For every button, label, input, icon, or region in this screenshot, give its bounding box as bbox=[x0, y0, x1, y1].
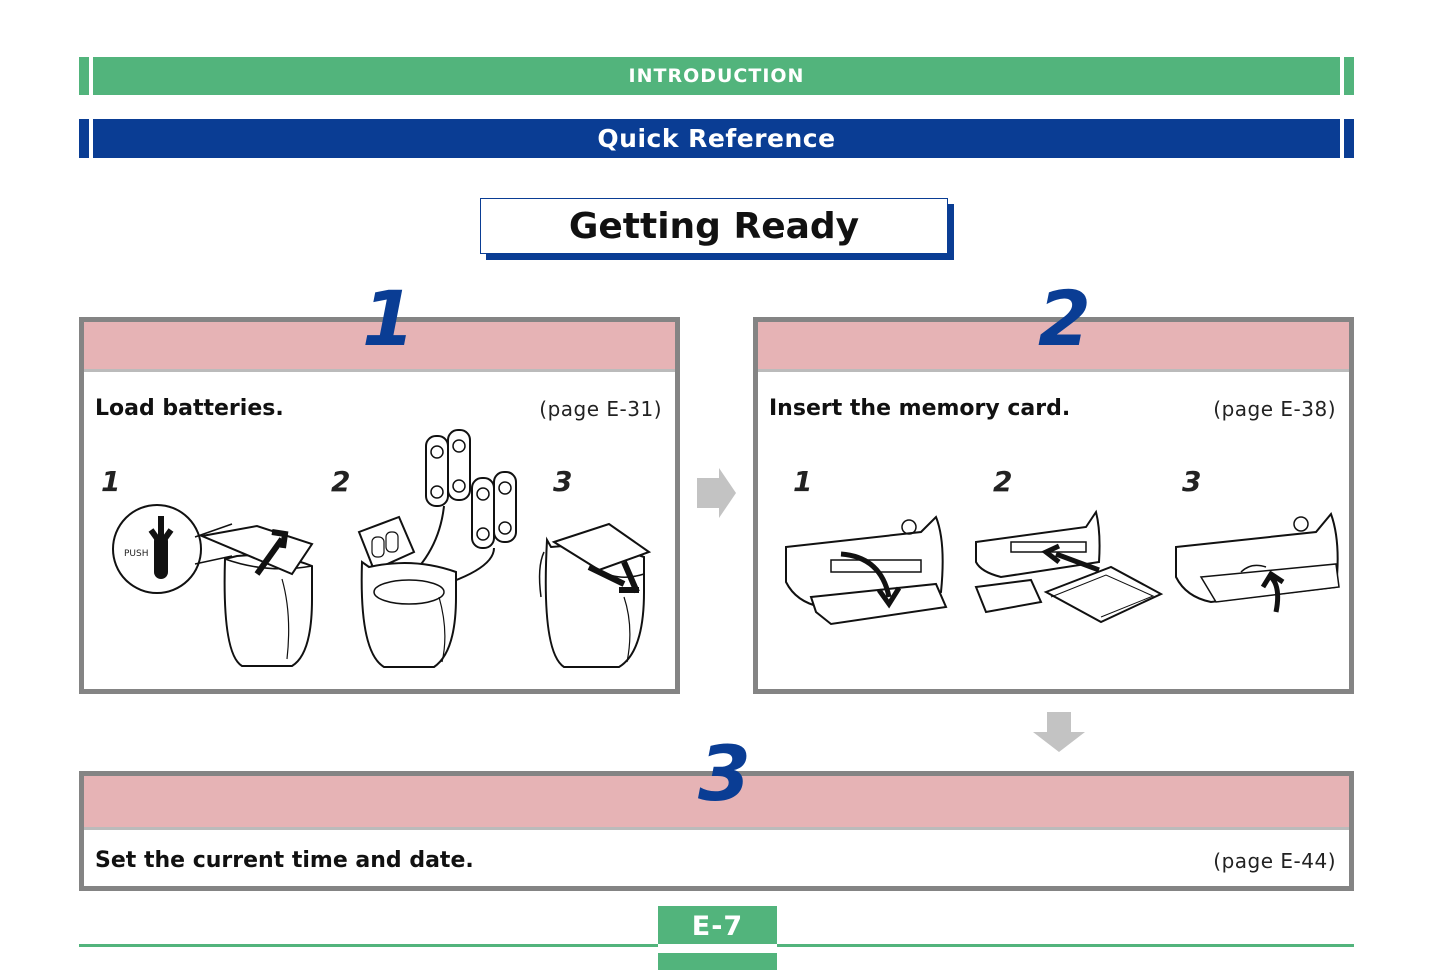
step-2-page-ref[interactable]: (page E-38) bbox=[1213, 397, 1336, 421]
step-2-number: 2 bbox=[1038, 274, 1091, 363]
step-1-head bbox=[84, 322, 675, 372]
battery-cover-illustration: PUSH bbox=[107, 504, 317, 674]
step-1-substep-1: 1 bbox=[101, 465, 121, 498]
step-1-panel: Load batteries. (page E-31) 1 2 3 PUSH bbox=[79, 317, 680, 694]
step-1-label: Load batteries. bbox=[95, 396, 284, 421]
step-1-substep-3: 3 bbox=[553, 465, 573, 498]
step-2-substep-3: 3 bbox=[1182, 465, 1202, 498]
step-2-substep-1: 1 bbox=[793, 465, 813, 498]
subsection-header: Quick Reference bbox=[79, 119, 1354, 158]
push-text: PUSH bbox=[124, 549, 149, 559]
step-2-head bbox=[758, 322, 1349, 372]
step-2-label: Insert the memory card. bbox=[769, 396, 1071, 421]
subheader-edge-left bbox=[79, 119, 93, 158]
step-2-panel: Insert the memory card. (page E-38) 1 2 … bbox=[753, 317, 1354, 694]
step-3-number: 3 bbox=[698, 729, 751, 818]
step-1-substep-2: 2 bbox=[331, 465, 351, 498]
page-number-tab: E-7 bbox=[658, 906, 777, 970]
step-1-page-ref[interactable]: (page E-31) bbox=[539, 397, 662, 421]
step-3-label: Set the current time and date. bbox=[95, 848, 474, 873]
header-edge-right bbox=[1340, 57, 1354, 95]
card-insert-illustration bbox=[971, 502, 1171, 632]
page-number: E-7 bbox=[691, 911, 744, 942]
card-slot-close-illustration bbox=[1171, 502, 1346, 632]
page-title: Getting Ready bbox=[568, 205, 860, 247]
step-3-head bbox=[84, 776, 1349, 830]
battery-close-illustration bbox=[529, 512, 669, 672]
step-1-number: 1 bbox=[362, 274, 415, 363]
section-title: INTRODUCTION bbox=[628, 65, 805, 87]
arrow-down-icon bbox=[1033, 712, 1085, 752]
header-edge-left bbox=[79, 57, 93, 95]
subsection-title: Quick Reference bbox=[597, 124, 836, 153]
step-2-substep-2: 2 bbox=[993, 465, 1013, 498]
section-header: INTRODUCTION bbox=[79, 57, 1354, 95]
step-3-page-ref[interactable]: (page E-44) bbox=[1213, 849, 1336, 873]
card-slot-open-illustration bbox=[771, 502, 956, 632]
arrow-right-icon bbox=[697, 468, 736, 518]
page-title-box: Getting Ready bbox=[480, 198, 948, 254]
step-3-panel: Set the current time and date. (page E-4… bbox=[79, 771, 1354, 891]
battery-insert-illustration bbox=[344, 422, 544, 672]
subheader-edge-right bbox=[1340, 119, 1354, 158]
